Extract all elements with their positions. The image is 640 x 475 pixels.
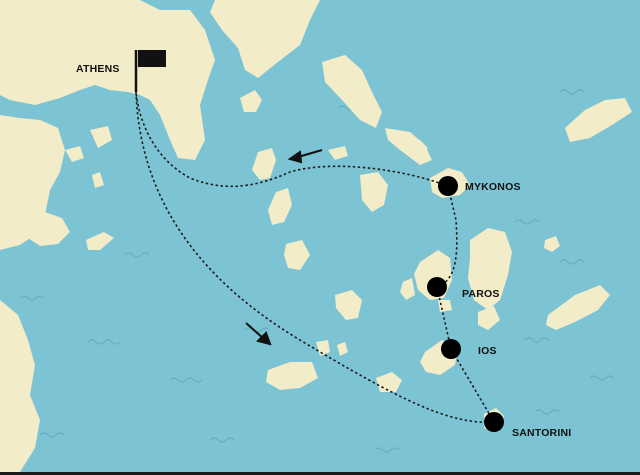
mainland <box>0 0 215 160</box>
route-ios-paros <box>436 286 452 350</box>
stop-label-paros: PAROS <box>462 288 500 300</box>
stop-marker-icon <box>427 277 447 297</box>
stop-marker-icon <box>438 176 458 196</box>
stop-mykonos[interactable]: MYKONOS <box>438 176 521 196</box>
bottom-border <box>0 472 640 475</box>
route-mykonos-athens <box>135 91 449 188</box>
route-athens-santorini <box>135 91 495 424</box>
stop-label-santorini: SANTORINI <box>512 427 571 439</box>
arrow-outbound-icon <box>245 322 272 346</box>
route-santorini-ios <box>450 348 495 423</box>
stop-label-mykonos: MYKONOS <box>465 181 521 193</box>
stop-paros[interactable]: PAROS <box>427 277 500 300</box>
island-euboea <box>210 0 320 78</box>
arrow-return-icon <box>287 149 323 164</box>
stop-label-ios: IOS <box>478 345 497 357</box>
stop-marker-icon <box>484 412 504 432</box>
stop-ios[interactable]: IOS <box>441 339 497 359</box>
stop-marker-icon <box>441 339 461 359</box>
stop-santorini[interactable]: SANTORINI <box>484 412 571 439</box>
flag-icon <box>134 50 166 92</box>
origin-label: ATHENS <box>76 63 120 75</box>
